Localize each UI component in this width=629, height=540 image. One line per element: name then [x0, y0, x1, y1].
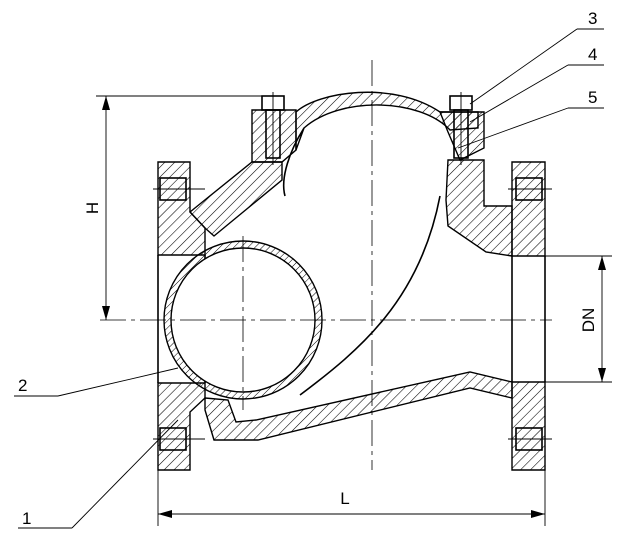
callout-2-label: 2	[18, 376, 27, 395]
body-bottom-wall	[204, 371, 513, 441]
dimension-h: H	[83, 95, 262, 320]
callout-2: 2	[14, 367, 179, 397]
dimension-l-label: L	[340, 489, 349, 508]
dimension-l: L	[157, 470, 546, 526]
callout-3: 3	[469, 9, 604, 105]
right-flange-lower	[511, 381, 546, 471]
left-flange-lower	[157, 382, 206, 471]
callout-1-label: 1	[22, 509, 31, 528]
callout-4-label: 4	[588, 45, 597, 64]
callout-5-label: 5	[588, 88, 597, 107]
dimension-h-label: H	[83, 202, 102, 214]
dimension-dn-label: DN	[579, 308, 598, 333]
cover-left-lug	[251, 109, 297, 163]
body-upper-left-wall	[188, 161, 283, 237]
cover-right-lug	[438, 111, 485, 161]
center-lines	[100, 60, 552, 470]
callout-1: 1	[18, 419, 179, 529]
body-right-wall	[445, 159, 513, 257]
callout-3-label: 3	[588, 9, 597, 28]
callout-4: 4	[469, 45, 604, 123]
valve-body	[153, 91, 552, 471]
callout-5: 5	[457, 88, 604, 149]
right-flange	[511, 161, 546, 257]
dimension-dn: DN	[512, 255, 612, 383]
